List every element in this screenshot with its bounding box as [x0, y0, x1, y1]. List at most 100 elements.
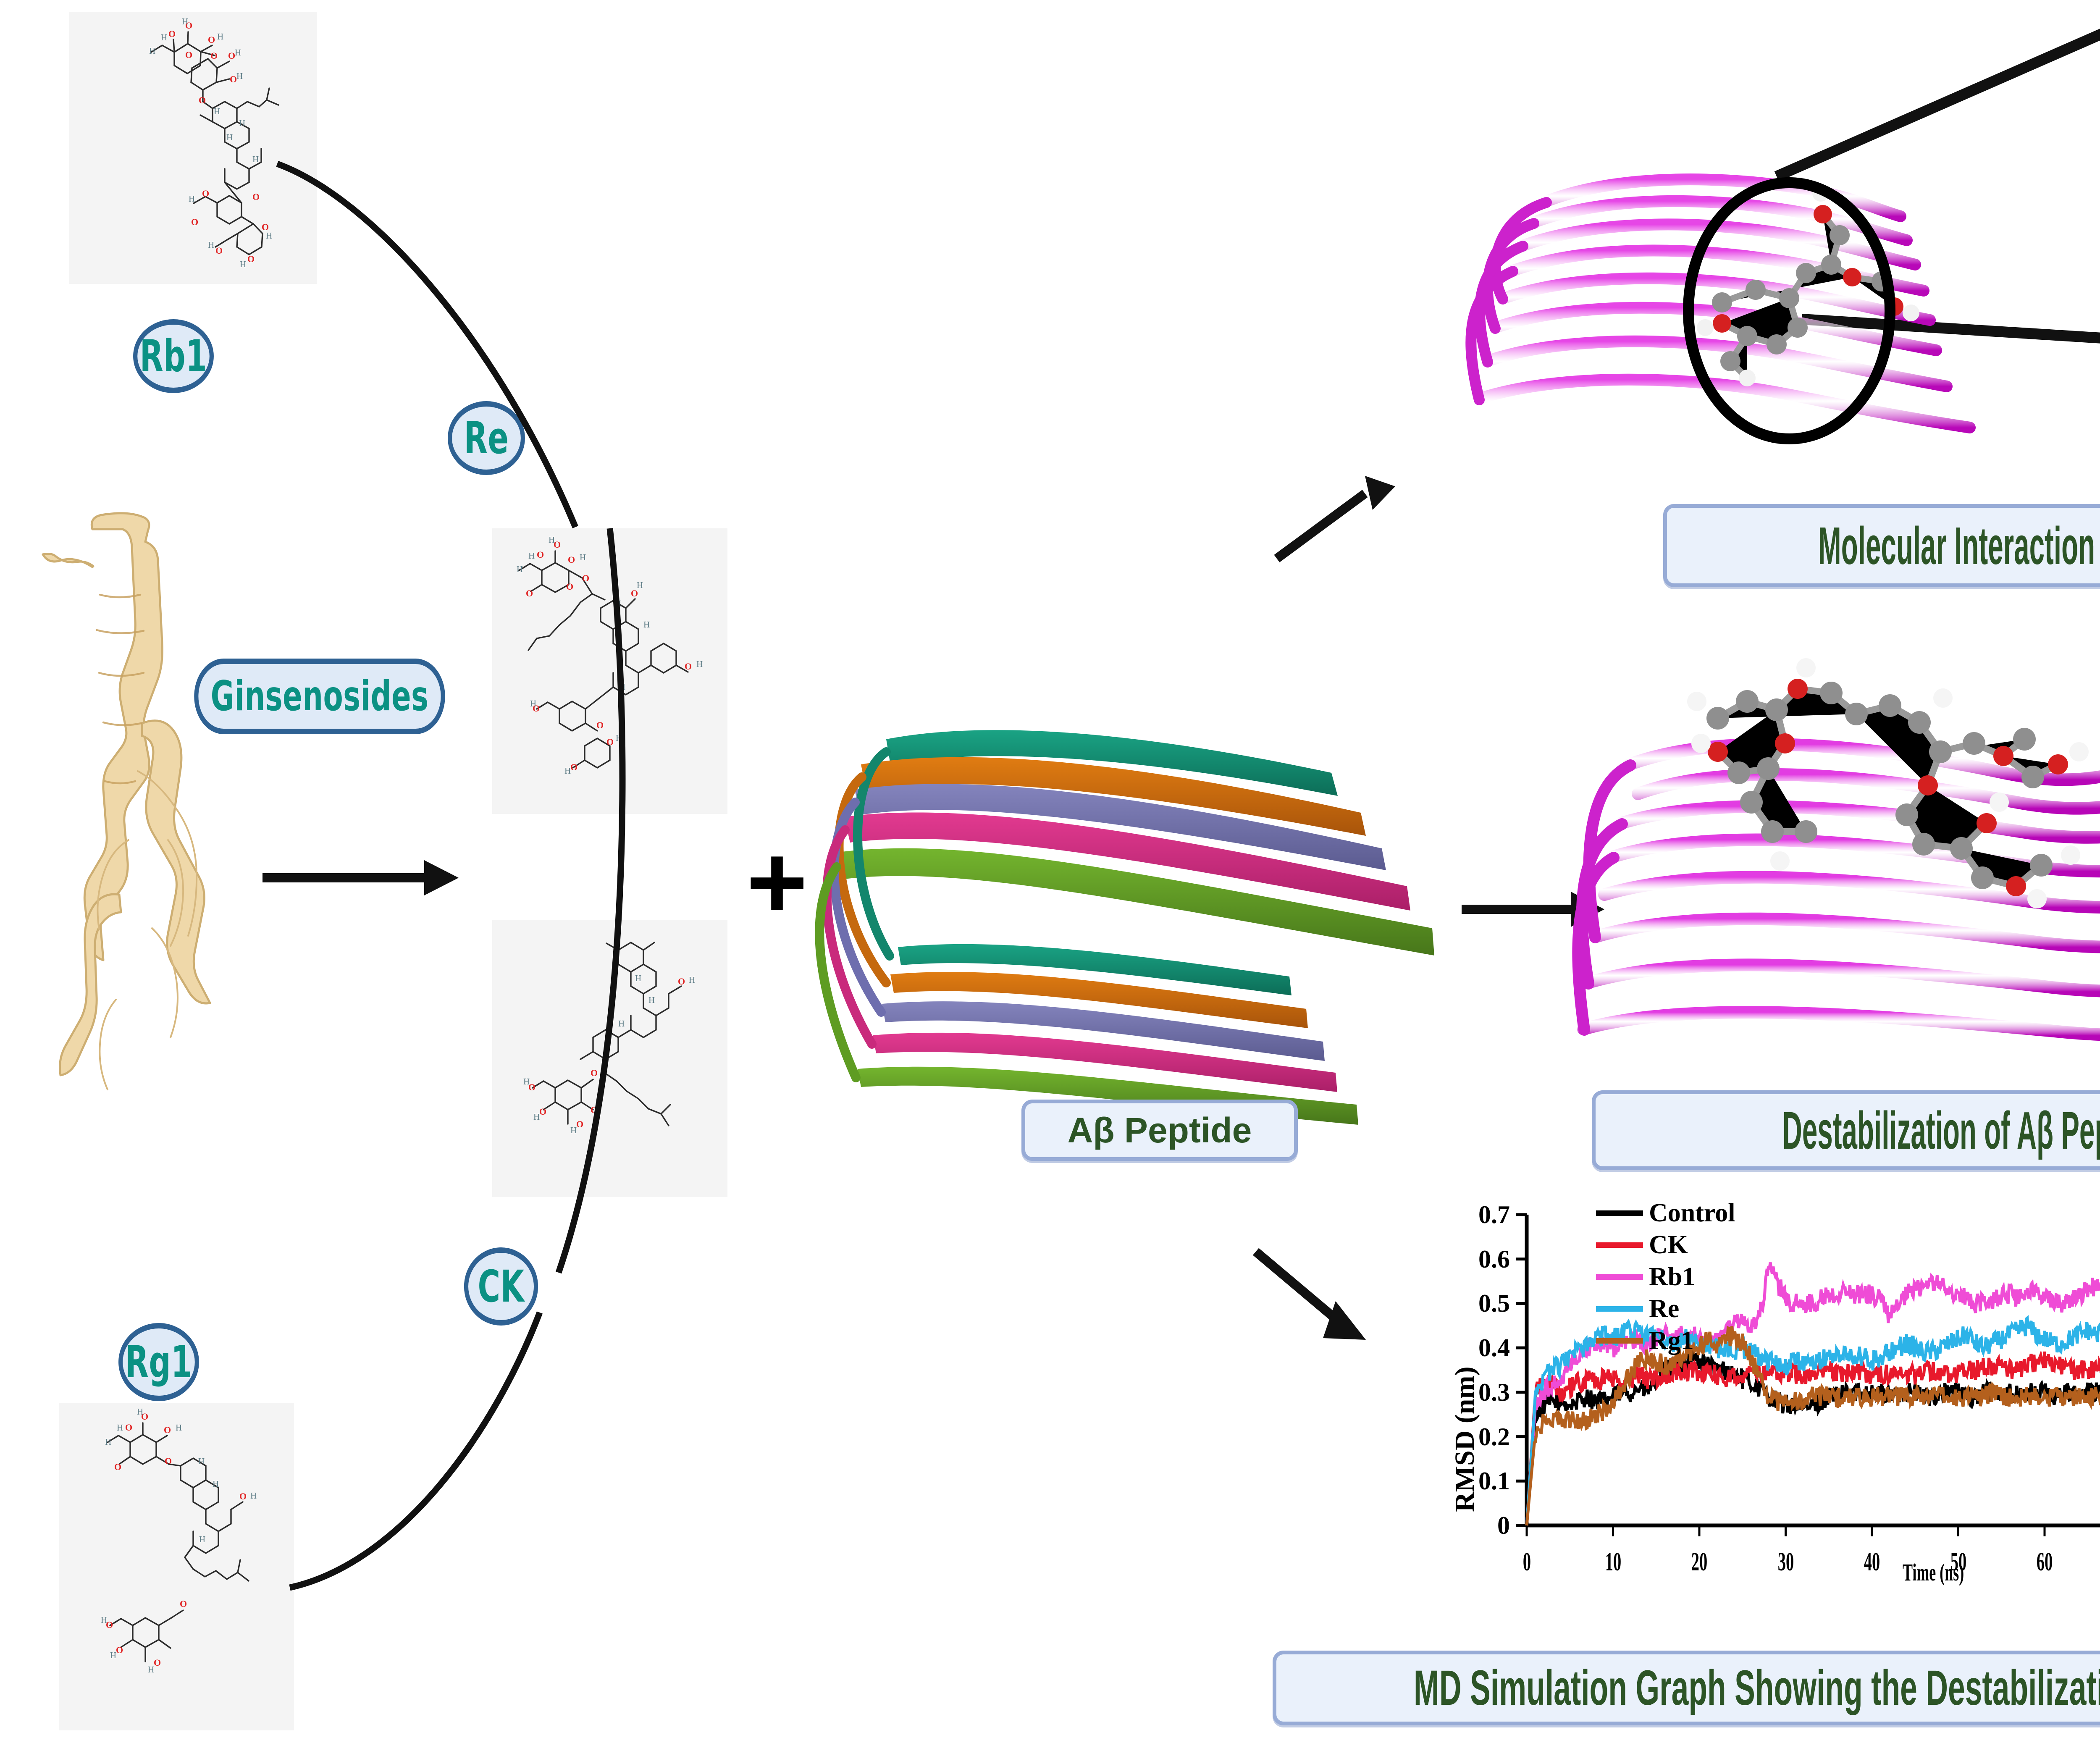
badge-ck[interactable]: CK	[464, 1247, 538, 1326]
svg-text:O: O	[185, 20, 192, 31]
arrow-to-molecular-interaction	[1274, 476, 1395, 562]
y-tick-0.2: 0.2	[1478, 1423, 1510, 1451]
svg-text:H: H	[149, 46, 155, 56]
caption-molecular-interaction: Molecular Interaction	[1663, 504, 2100, 587]
badge-rb1[interactable]: Rb1	[133, 319, 214, 393]
svg-text:H: H	[105, 1437, 111, 1447]
legend-item-re: Re	[1596, 1293, 1735, 1325]
svg-text:H: H	[208, 240, 214, 250]
svg-text:H: H	[648, 995, 655, 1005]
svg-text:H: H	[101, 1615, 107, 1625]
x-tick-20: 20	[1691, 1548, 1708, 1576]
caption-md-simulation-label: MD Simulation Graph Showing the Destabil…	[1414, 1660, 2100, 1716]
x-tick-50: 50	[1950, 1548, 1966, 1576]
plus-symbol: +	[731, 830, 823, 934]
svg-text:O: O	[202, 188, 209, 199]
svg-text:H: H	[236, 71, 243, 81]
legend-swatch-rg1	[1596, 1338, 1643, 1344]
badge-ginsenosides[interactable]: Ginsenosides	[194, 659, 445, 734]
legend-item-rb1: Rb1	[1596, 1261, 1735, 1293]
svg-text:H: H	[637, 580, 643, 590]
caption-destabilization: Destabilization of Aβ Peptide	[1592, 1090, 2100, 1170]
badge-rg1[interactable]: Rg1	[118, 1323, 199, 1401]
svg-text:O: O	[247, 254, 255, 264]
svg-text:H: H	[110, 1650, 116, 1660]
series-rg1	[1525, 1326, 2100, 1526]
svg-text:H: H	[235, 47, 241, 58]
svg-text:H: H	[580, 552, 586, 562]
svg-text:O: O	[164, 1425, 171, 1435]
caption-md-simulation: MD Simulation Graph Showing the Destabil…	[1273, 1651, 2100, 1725]
svg-text:H: H	[214, 106, 220, 116]
svg-text:O: O	[116, 1645, 123, 1655]
y-tick-0.5: 0.5	[1478, 1289, 1510, 1318]
svg-text:O: O	[165, 1456, 172, 1466]
svg-text:H: H	[618, 1018, 625, 1029]
svg-text:H: H	[266, 231, 272, 241]
legend-swatch-rb1	[1596, 1274, 1643, 1280]
svg-text:H: H	[226, 132, 233, 142]
chart-x-axis-label: Time (ns)	[1903, 1558, 2002, 1586]
svg-text:H: H	[615, 598, 621, 609]
destabilized-complex	[1572, 658, 2100, 1041]
svg-text:H: H	[198, 1456, 205, 1466]
svg-text:H: H	[689, 975, 695, 985]
svg-text:H: H	[137, 1407, 143, 1417]
legend-swatch-re	[1596, 1306, 1643, 1312]
rg1-structure: OOO OO OO OOO HHH HHH HH HHH	[101, 1407, 257, 1675]
svg-text:O: O	[239, 1491, 247, 1502]
svg-text:O: O	[125, 1422, 132, 1433]
svg-text:O: O	[141, 1411, 148, 1422]
svg-text:O: O	[230, 74, 237, 84]
caption-destabilization-label: Destabilization of Aβ Peptide	[1782, 1100, 2100, 1160]
svg-text:O: O	[533, 703, 540, 714]
svg-text:O: O	[185, 50, 192, 60]
badge-ck-label: CK	[478, 1261, 525, 1312]
svg-text:O: O	[685, 661, 692, 672]
legend-label-rg1: Rg1	[1649, 1326, 1694, 1355]
svg-text:H: H	[217, 32, 223, 42]
svg-text:H: H	[240, 259, 246, 269]
svg-text:O: O	[526, 588, 533, 598]
svg-text:H: H	[161, 32, 167, 42]
svg-text:H: H	[517, 564, 523, 574]
svg-text:H: H	[635, 973, 641, 983]
series-rb1	[1525, 1262, 2100, 1526]
svg-text:H: H	[182, 16, 188, 26]
chart-plot-area	[1516, 1213, 2100, 1536]
badge-re-label: Re	[464, 412, 509, 464]
plus-glyph: +	[746, 823, 808, 940]
series-ck	[1525, 1350, 2100, 1526]
svg-text:O: O	[576, 1119, 583, 1129]
svg-text:H: H	[176, 1423, 182, 1433]
svg-text:O: O	[199, 95, 206, 105]
re-structure: OOO OOO OO OO OO HHH HHH HHH HHH	[517, 535, 703, 776]
svg-text:O: O	[678, 976, 685, 987]
connector-rb1	[276, 160, 578, 528]
svg-text:O: O	[631, 588, 638, 598]
badge-ginsenosides-label: Ginsenosides	[210, 672, 429, 720]
svg-text:O: O	[208, 34, 215, 45]
svg-text:H: H	[533, 1112, 540, 1122]
badge-rg1-label: Rg1	[125, 1336, 193, 1388]
arrow-root-to-structures	[262, 860, 459, 895]
series-re	[1525, 1315, 2100, 1526]
svg-text:O: O	[591, 1068, 598, 1078]
svg-text:O: O	[106, 1620, 113, 1630]
series-control	[1525, 1350, 2100, 1526]
x-tick-30: 30	[1777, 1548, 1794, 1576]
svg-text:O: O	[114, 1462, 121, 1472]
badge-re[interactable]: Re	[447, 401, 525, 475]
svg-text:H: H	[117, 1423, 123, 1433]
svg-text:H: H	[619, 682, 625, 692]
svg-text:O: O	[191, 217, 198, 227]
zoom-circle-callout	[1683, 177, 1895, 444]
molecular-interaction-complex	[1465, 173, 1976, 444]
svg-text:H: H	[696, 659, 703, 669]
svg-text:O: O	[154, 1657, 161, 1668]
